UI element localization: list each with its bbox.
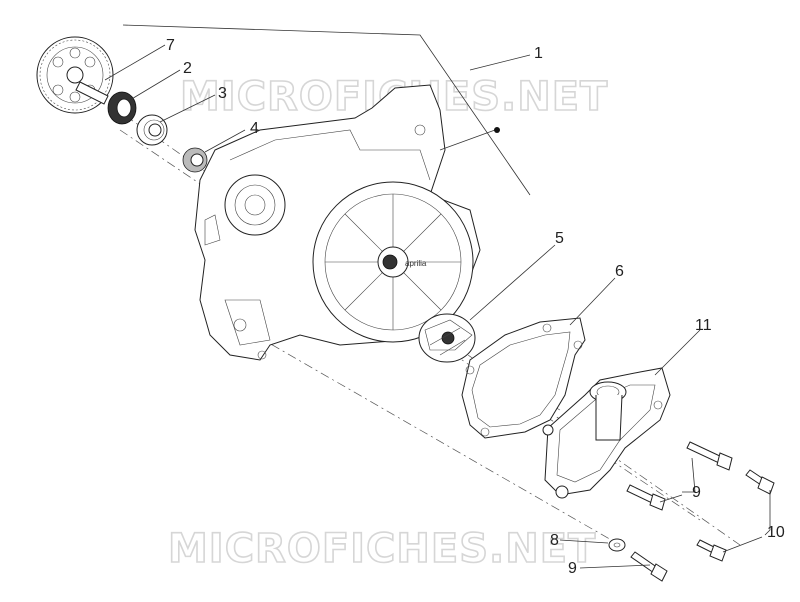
cover-logo-text: aprilia [405, 259, 427, 268]
callout-9-upper: 9 [692, 484, 701, 501]
callout-9-lower: 9 [568, 560, 577, 577]
callout-8: 8 [550, 532, 559, 549]
watermark-bottom: MICROFICHES.NET [168, 526, 596, 572]
reference-dot [494, 127, 500, 133]
callout-2: 2 [183, 60, 192, 77]
callout-7: 7 [166, 37, 175, 54]
callout-5: 5 [555, 230, 564, 247]
leader-lines [104, 44, 771, 569]
part-7-gear [36, 36, 114, 114]
part-8-washer [608, 538, 626, 552]
part-9-bolts [626, 441, 733, 582]
assembly-bracket-line [122, 24, 531, 196]
callout-1: 1 [534, 45, 543, 62]
part-2-seal [107, 91, 137, 125]
part-6-gasket [461, 317, 586, 439]
callout-labels: 7 2 3 4 1 5 6 11 8 9 9 10 [166, 37, 785, 577]
part-1-cover: aprilia [194, 84, 481, 361]
part-11-pump-cover [542, 367, 671, 499]
callout-11: 11 [695, 317, 712, 334]
callout-4: 4 [250, 120, 259, 137]
part-4-ring [182, 147, 208, 173]
callout-3: 3 [218, 85, 227, 102]
part-10-bolts [696, 469, 775, 562]
callout-6: 6 [615, 263, 624, 280]
part-3-bearing [136, 114, 168, 146]
callout-10: 10 [767, 524, 785, 541]
part-5-impeller [418, 313, 476, 363]
